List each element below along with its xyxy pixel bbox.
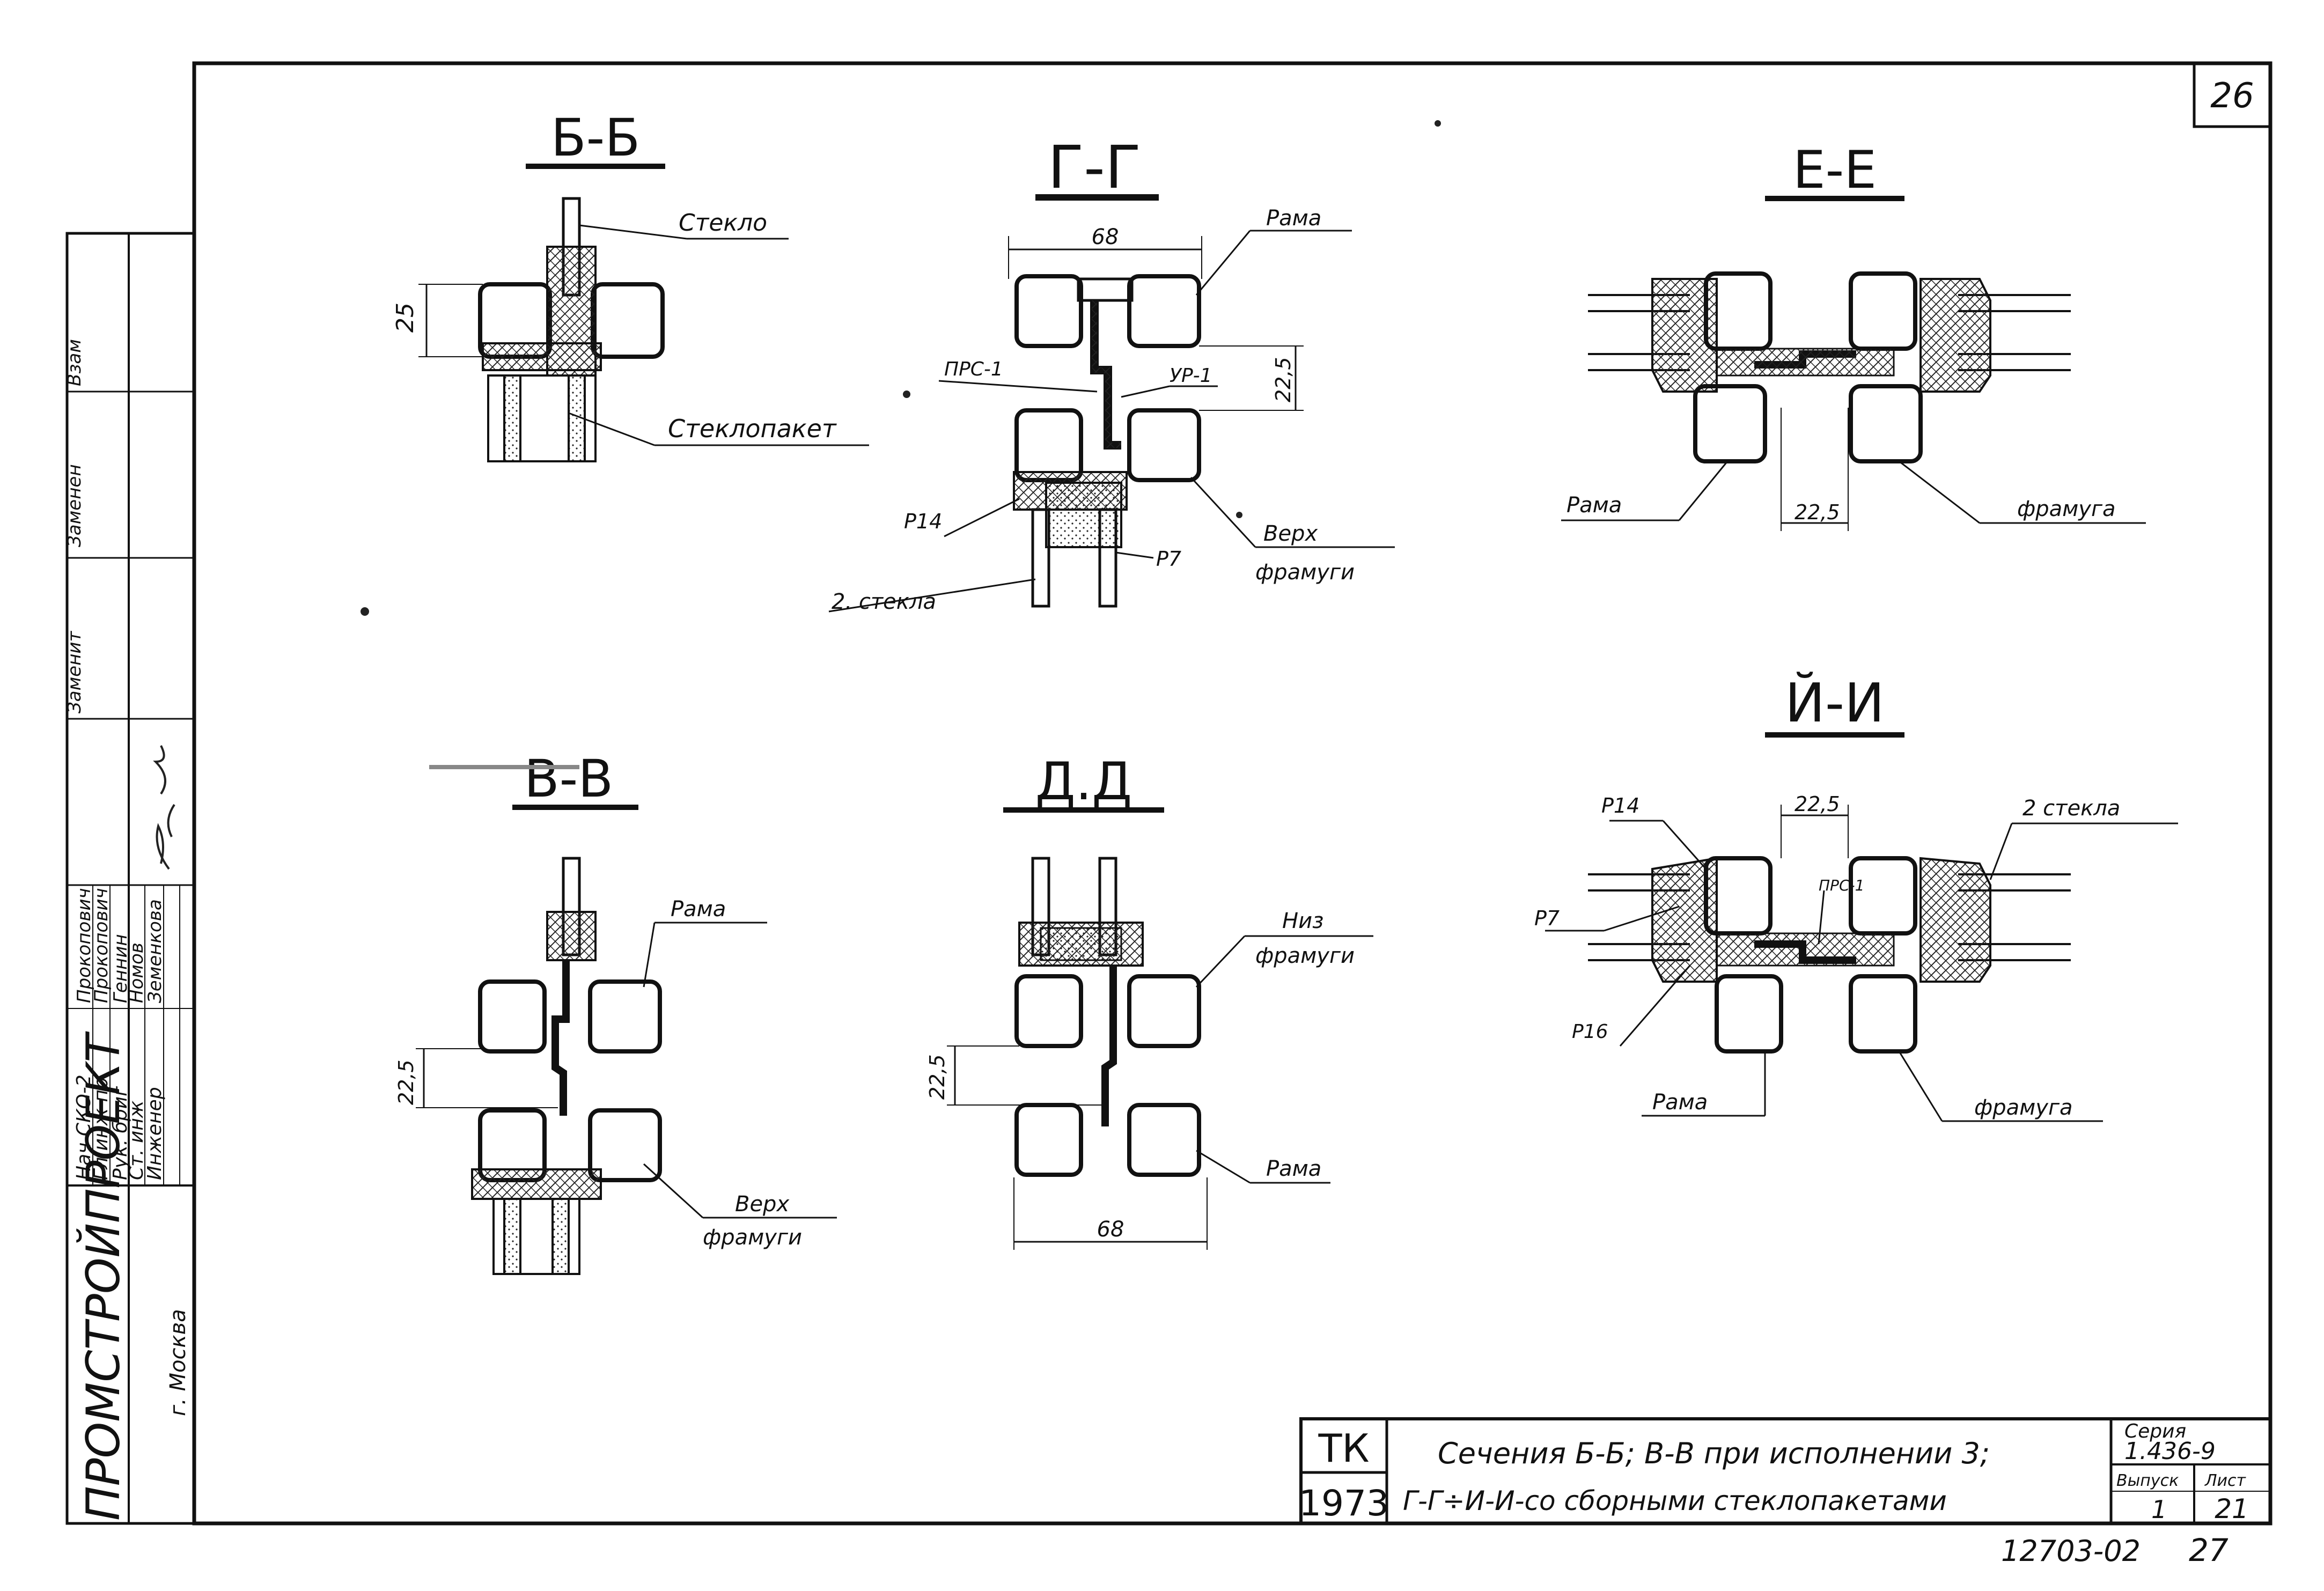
section-dd: Д.Д 22,5 68 Низ фрамуги Рама bbox=[925, 752, 1373, 1250]
page-number: 26 bbox=[2210, 76, 2254, 116]
scan-speck bbox=[1236, 512, 1242, 518]
section-vv-top-transom-1: Верх bbox=[735, 1192, 789, 1217]
section-ii-p7-label: Р7 bbox=[1534, 907, 1560, 930]
section-gg-yr-label: УР-1 bbox=[1170, 365, 1212, 387]
title-block: ТК 1973 Сечения Б-Б; В-В при исполнении … bbox=[1299, 1417, 2272, 1525]
section-gg-dim-height: 22,5 bbox=[1271, 357, 1295, 402]
section-vv-top-transom-2: фрамуги bbox=[703, 1225, 802, 1250]
sheet-value: 21 bbox=[2215, 1493, 2249, 1524]
section-vv-title: В-В bbox=[524, 749, 613, 809]
section-gg-top-transom-1: Верх bbox=[1263, 521, 1318, 546]
section-gg-p7-label: Р7 bbox=[1156, 547, 1181, 571]
issue-label: Выпуск bbox=[2116, 1471, 2179, 1490]
section-ee-dim: 22,5 bbox=[1795, 500, 1840, 524]
stamp-role-2: Гл инж пр bbox=[90, 1077, 112, 1180]
stamp-name-2: Прокопович bbox=[91, 888, 112, 1003]
title-org-mark: ТК bbox=[1318, 1426, 1369, 1471]
section-vv: В-В 22,5 Рама Верх фрамуги bbox=[394, 749, 837, 1275]
section-bb-unit-label: Стеклопакет bbox=[668, 414, 837, 443]
stamp-name-3: Геннин bbox=[110, 934, 131, 1003]
section-ee-title: Е-Е bbox=[1793, 140, 1877, 200]
stamp-name-1: Прокопович bbox=[73, 888, 95, 1003]
section-bb-glass-label: Стекло bbox=[679, 209, 767, 237]
stamp-role-1: Нач СКО-2 bbox=[73, 1074, 95, 1180]
section-gg-frame-label: Рама bbox=[1266, 206, 1321, 231]
stamp-name-5: Земенкова bbox=[144, 899, 166, 1003]
section-dd-dim-width: 68 bbox=[1097, 1217, 1124, 1242]
section-gg-two-glass-label: 2. стекла bbox=[832, 590, 936, 614]
series-label: Серия bbox=[2124, 1420, 2186, 1442]
section-bb-title: Б-Б bbox=[551, 108, 640, 168]
section-dd-frame-label: Рама bbox=[1266, 1157, 1321, 1181]
bottom-page: 27 bbox=[2189, 1532, 2229, 1568]
section-dd-dim-height: 22,5 bbox=[925, 1054, 949, 1100]
section-gg-title: Г-Г bbox=[1048, 133, 1141, 202]
title-year: 1973 bbox=[1299, 1483, 1389, 1524]
section-ii-p16-label: Р16 bbox=[1572, 1021, 1608, 1043]
section-gg-dim-width: 68 bbox=[1092, 225, 1119, 249]
stamp-role-4: Ст. инж bbox=[126, 1100, 148, 1180]
section-bb: Б-Б 25 Стекло Стеклопакет bbox=[392, 108, 869, 462]
section-vv-dim: 22,5 bbox=[394, 1059, 418, 1105]
section-ii-p14-label: Р14 bbox=[1601, 794, 1639, 817]
section-ee: Е-Е 22,5 Рама фрамуга bbox=[1561, 140, 2146, 531]
section-ii-dim: 22,5 bbox=[1795, 792, 1840, 816]
section-dd-bottom-transom-2: фрамуги bbox=[1255, 944, 1355, 968]
section-dd-bottom-transom-1: Низ bbox=[1282, 909, 1323, 933]
section-dd-title: Д.Д bbox=[1035, 752, 1132, 812]
stamp-name-4: Номов bbox=[126, 942, 148, 1003]
section-ee-transom-label: фрамуга bbox=[2017, 497, 2115, 521]
stamp-role-3: Рук. бриг bbox=[109, 1086, 131, 1180]
section-gg-top-transom-2: фрамуги bbox=[1255, 560, 1355, 585]
signature-scribble bbox=[153, 745, 175, 870]
section-bb-dim: 25 bbox=[392, 303, 419, 333]
section-ii-prs-label: ПРС-1 bbox=[1819, 876, 1864, 894]
title-line-1: Сечения Б-Б; В-В при исполнении 3; bbox=[1438, 1437, 1990, 1470]
side-stamp: ПРОМСТРОЙПРОЕКТ г. Москва Нач СКО-2 Гл и… bbox=[64, 232, 196, 1525]
stamp-city: г. Москва bbox=[166, 1309, 190, 1416]
stamp-col-3: Заменит bbox=[64, 630, 85, 713]
bottom-code: 12703-02 bbox=[2001, 1534, 2141, 1568]
section-ii: Й-И 22,5 Р14 Р7 Р16 bbox=[1534, 672, 2178, 1122]
sheet-label: Лист bbox=[2204, 1471, 2247, 1490]
section-gg: Г-Г 68 22,5 Рама ПРС-1 УР bbox=[828, 133, 1395, 614]
page-number-box: 26 bbox=[2193, 62, 2272, 128]
section-ee-frame-label: Рама bbox=[1567, 493, 1622, 518]
section-ii-two-glass-label: 2 стекла bbox=[2023, 796, 2120, 821]
stamp-org: ПРОМСТРОЙПРОЕКТ bbox=[77, 1031, 130, 1521]
section-vv-frame-label: Рама bbox=[671, 897, 726, 922]
title-line-2: Г-Г÷И-И-со сборными стеклопакетами bbox=[1403, 1485, 1947, 1516]
section-ii-frame-label: Рама bbox=[1652, 1090, 1708, 1115]
stamp-role-5: Инженер bbox=[144, 1087, 166, 1180]
issue-value: 1 bbox=[2151, 1495, 2167, 1524]
section-gg-p14-label: Р14 bbox=[904, 510, 942, 533]
section-gg-prs-label: ПРС-1 bbox=[944, 358, 1003, 380]
scan-speck bbox=[1435, 120, 1441, 127]
section-ii-title: Й-И bbox=[1785, 672, 1885, 734]
scan-speck bbox=[903, 391, 910, 398]
section-ii-transom-label: фрамуга bbox=[1974, 1095, 2072, 1120]
scan-speck bbox=[361, 607, 369, 616]
series-value: 1.436-9 bbox=[2124, 1438, 2216, 1465]
stamp-col-1: Взам bbox=[64, 339, 85, 386]
stamp-col-2: Заменен bbox=[64, 464, 85, 547]
